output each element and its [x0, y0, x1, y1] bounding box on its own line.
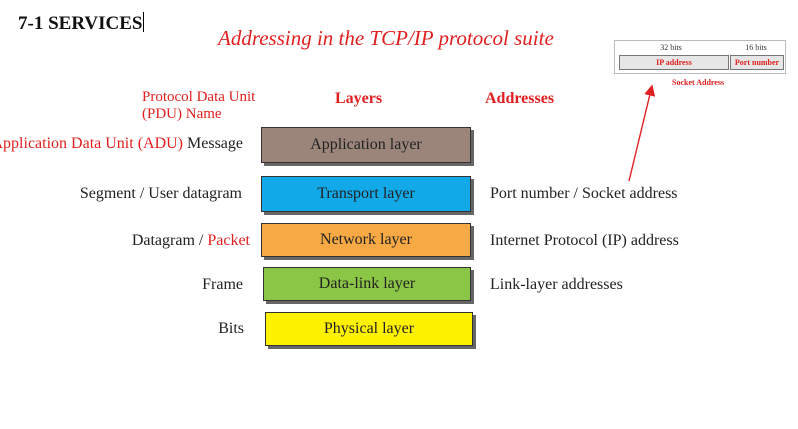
pdu-heading-line2: (PDU) Name	[142, 106, 222, 122]
text-cursor	[143, 12, 145, 32]
port-number-field: Port number	[730, 55, 784, 70]
pdu-transport: Segment / User datagram	[79, 185, 242, 202]
page-title: 7-1 SERVICES	[18, 12, 145, 35]
pdu-network-red: Packet	[207, 232, 250, 249]
layers-column-heading: Layers	[335, 90, 383, 107]
application-layer-box: Application layer	[261, 127, 471, 163]
page-title-text: 7-1 SERVICES	[18, 13, 143, 34]
pdu-heading-line1: Protocol Data Unit	[142, 89, 256, 105]
pdu-datalink: Frame	[202, 276, 243, 293]
pdu-application: Application Data Unit (ADU) Message	[0, 135, 243, 153]
pdu-network-black: Datagram /	[131, 232, 208, 249]
addresses-column-heading: Addresses	[485, 90, 555, 107]
port-bits-label: 16 bits	[745, 43, 767, 52]
network-layer-box: Network layer	[261, 223, 471, 257]
transport-layer-box: Transport layer	[261, 176, 471, 212]
ip-address-field: IP address	[619, 55, 729, 70]
pdu-application-black: Message	[183, 135, 243, 152]
pdu-physical: Bits	[218, 320, 244, 337]
datalink-layer-box: Data-link layer	[263, 267, 471, 301]
physical-layer-box: Physical layer	[265, 312, 473, 346]
address-network: Internet Protocol (IP) address	[490, 232, 679, 249]
address-transport: Port number / Socket address	[490, 185, 678, 202]
socket-address-label: Socket Address	[672, 78, 725, 87]
socket-address-figure: 32 bits 16 bits IP address Port number	[614, 40, 786, 74]
diagram-subtitle: Addressing in the TCP/IP protocol suite	[218, 26, 554, 50]
pdu-application-red: Application Data Unit (ADU)	[0, 135, 184, 152]
address-datalink: Link-layer addresses	[490, 276, 623, 293]
pdu-column-heading: Protocol Data Unit (PDU) Name	[142, 89, 255, 123]
pdu-network: Datagram / Packet	[132, 232, 250, 250]
ip-bits-label: 32 bits	[660, 43, 682, 52]
